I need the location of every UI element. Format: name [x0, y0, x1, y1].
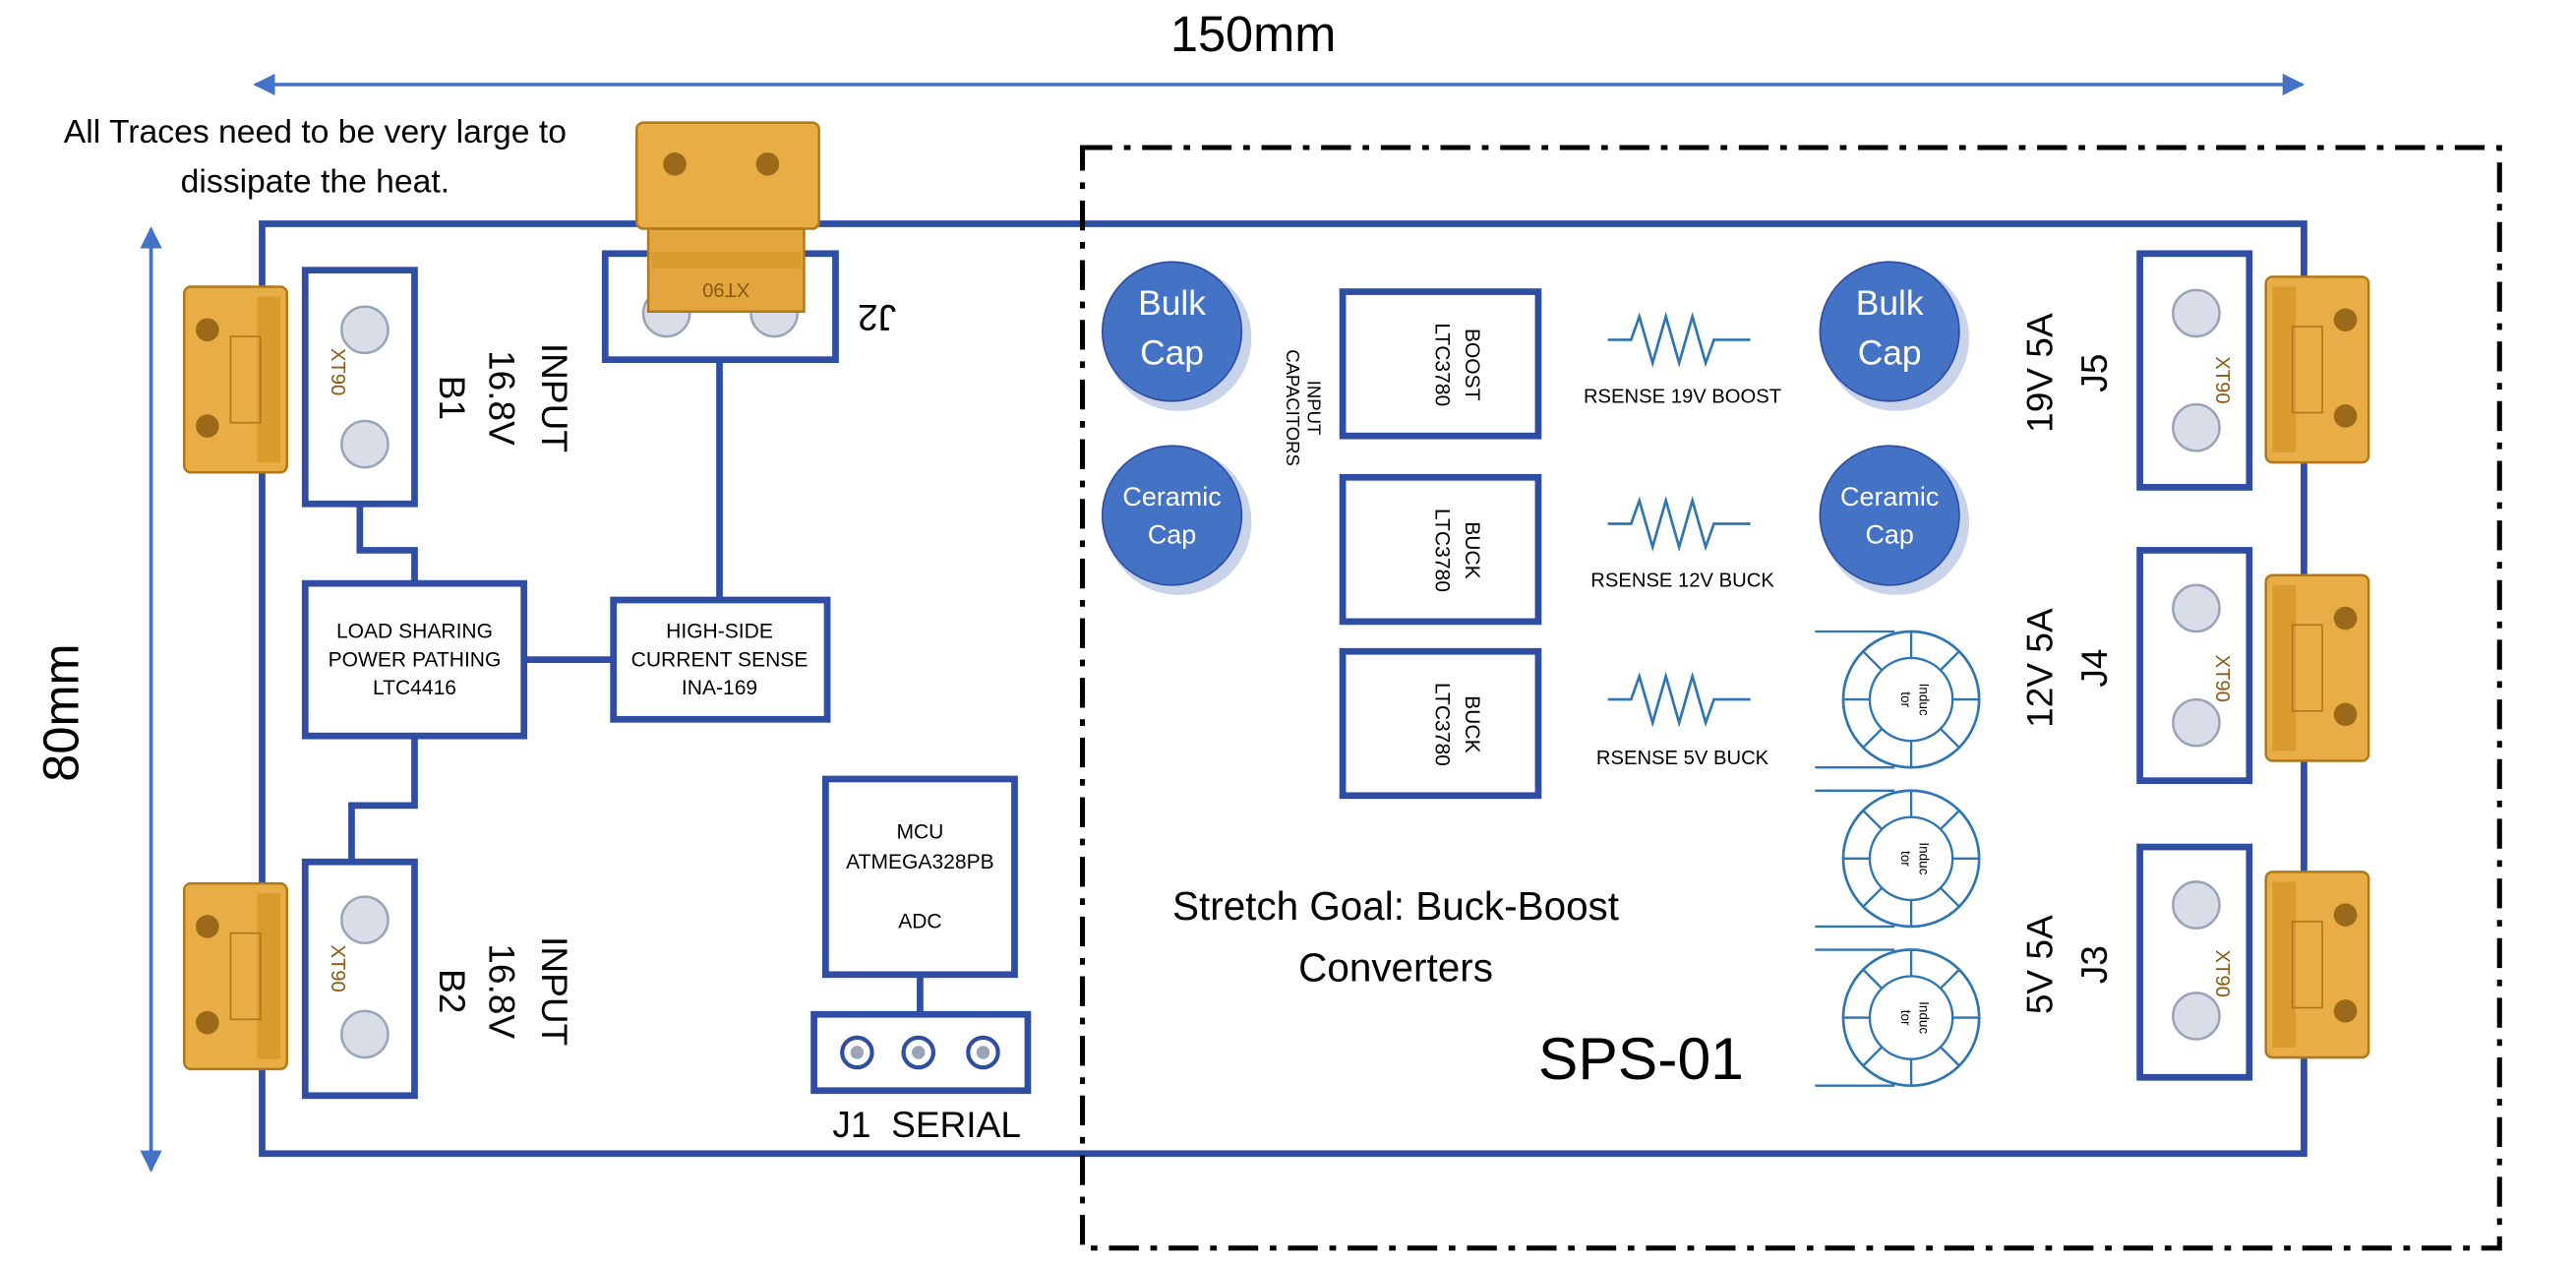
- j5-footprint: [2136, 250, 2253, 491]
- j2-connector: [635, 121, 820, 314]
- buck12-line2: LTC3780: [1430, 509, 1453, 592]
- stretch-goal-line2: Converters: [1298, 945, 1493, 991]
- j3-footprint: [2136, 843, 2253, 1081]
- rsense-12v-label: RSENSE 12V BUCK: [1590, 571, 1774, 592]
- inductor-5v-line1: Induc: [1917, 1001, 1932, 1034]
- inductor-12v: [1813, 789, 1981, 929]
- ceramic-cap-output: [1819, 445, 1970, 595]
- bulk-cap-output-line1: Bulk: [1856, 284, 1924, 323]
- b1-marking: XT90: [327, 348, 348, 395]
- bulk-cap-output-line2: Cap: [1858, 334, 1922, 373]
- ceramic-cap-input: [1101, 445, 1252, 595]
- j5-marking: XT90: [2211, 356, 2233, 403]
- b1-ref: B1: [432, 376, 473, 420]
- j5-connector: [2264, 275, 2370, 464]
- j3-marking: XT90: [2211, 950, 2233, 997]
- b2-label: INPUT: [534, 936, 575, 1046]
- j3-rating: 5V 5A: [2018, 915, 2060, 1014]
- load-sharing-line2: POWER PATHING: [329, 648, 502, 671]
- j2-ref: J2: [858, 297, 896, 338]
- boost-line2: LTC3780: [1430, 323, 1453, 406]
- inductor-19v-line1: Induc: [1917, 684, 1932, 716]
- buck-5v-block: [1339, 647, 1542, 800]
- ceramic-cap-output-line2: Cap: [1865, 520, 1913, 550]
- current-sense-line1: HIGH-SIDE: [666, 621, 773, 643]
- mcu-line1: MCU: [896, 821, 943, 844]
- j4-marking: XT90: [2211, 655, 2233, 702]
- mcu-line2: ATMEGA328PB: [846, 851, 994, 873]
- width-dimension-label: 150mm: [1170, 6, 1337, 62]
- j5-rating: 19V 5A: [2018, 313, 2060, 433]
- bulk-cap-input-line1: Bulk: [1138, 284, 1206, 323]
- input-caps-label-line1: INPUT: [1304, 381, 1325, 436]
- stretch-goal-region: [1080, 145, 2502, 1251]
- inductor-12v-line1: Induc: [1917, 842, 1932, 874]
- j3-connector: [2264, 871, 2370, 1059]
- current-sense-block: [610, 596, 831, 723]
- bulk-cap-input: [1101, 261, 1252, 411]
- j1-serial-label: J1 SERIAL: [832, 1104, 1021, 1145]
- boost-converter-block: [1339, 288, 1542, 440]
- mcu-block: [822, 775, 1018, 979]
- j5-ref: J5: [2073, 354, 2115, 392]
- power-traces: [348, 357, 924, 1015]
- load-sharing-line1: LOAD SHARING: [336, 621, 493, 643]
- load-sharing-line3: LTC4416: [373, 677, 456, 699]
- trace-note-line1: All Traces need to be very large to: [64, 113, 567, 150]
- b2-footprint: [301, 858, 418, 1100]
- buck5-line1: BUCK: [1461, 695, 1483, 752]
- ceramic-cap-output-line1: Ceramic: [1840, 482, 1939, 511]
- j3-ref: J3: [2073, 945, 2115, 984]
- bulk-cap-output: [1819, 261, 1970, 411]
- j2-marking: XT90: [702, 278, 749, 300]
- current-sense-line3: INA-169: [682, 677, 757, 699]
- input-caps-label-line2: CAPACITORS: [1283, 349, 1303, 466]
- j4-connector: [2264, 573, 2370, 762]
- b2-ref: B2: [432, 969, 473, 1013]
- b1-footprint: [301, 267, 418, 508]
- b2-voltage: 16.8V: [481, 943, 522, 1039]
- ceramic-cap-input-line2: Cap: [1148, 520, 1196, 550]
- rsense-19v-label: RSENSE 19V BOOST: [1584, 386, 1781, 407]
- inductor-19v: [1813, 630, 1981, 769]
- height-dimension-label: 80mm: [32, 643, 89, 781]
- rsense-5v-label: RSENSE 5V BUCK: [1596, 748, 1769, 769]
- inductor-19v-line2: tor: [1898, 692, 1913, 707]
- mcu-line3: ADC: [898, 911, 941, 933]
- buck-12v-block: [1339, 473, 1542, 626]
- j1-pins: [840, 1035, 1000, 1070]
- b1-label: INPUT: [534, 343, 575, 452]
- trace-note-line2: dissipate the heat.: [181, 162, 449, 200]
- b1-voltage: 16.8V: [481, 350, 522, 446]
- inductor-12v-line2: tor: [1898, 851, 1913, 867]
- rsense-19v-symbol: [1606, 315, 1752, 365]
- boost-line1: BOOST: [1461, 329, 1483, 401]
- buck12-line1: BUCK: [1461, 521, 1483, 578]
- inductor-5v: [1813, 948, 1981, 1088]
- inductor-5v-line2: tor: [1898, 1010, 1913, 1026]
- stretch-goal-line1: Stretch Goal: Buck-Boost: [1172, 883, 1619, 929]
- j4-footprint: [2136, 547, 2253, 785]
- b1-connector: [182, 285, 288, 474]
- b2-marking: XT90: [327, 944, 348, 992]
- j4-rating: 12V 5A: [2018, 608, 2060, 728]
- load-sharing-block: [301, 579, 528, 740]
- buck5-line2: LTC3780: [1430, 683, 1453, 766]
- b2-connector: [182, 881, 288, 1071]
- rsense-12v-symbol: [1606, 499, 1752, 549]
- current-sense-line2: CURRENT SENSE: [631, 648, 809, 671]
- board-name: SPS-01: [1538, 1025, 1744, 1092]
- rsense-5v-symbol: [1606, 675, 1752, 725]
- bulk-cap-input-line2: Cap: [1140, 334, 1204, 373]
- ceramic-cap-input-line1: Ceramic: [1122, 482, 1221, 511]
- j4-ref: J4: [2073, 648, 2115, 687]
